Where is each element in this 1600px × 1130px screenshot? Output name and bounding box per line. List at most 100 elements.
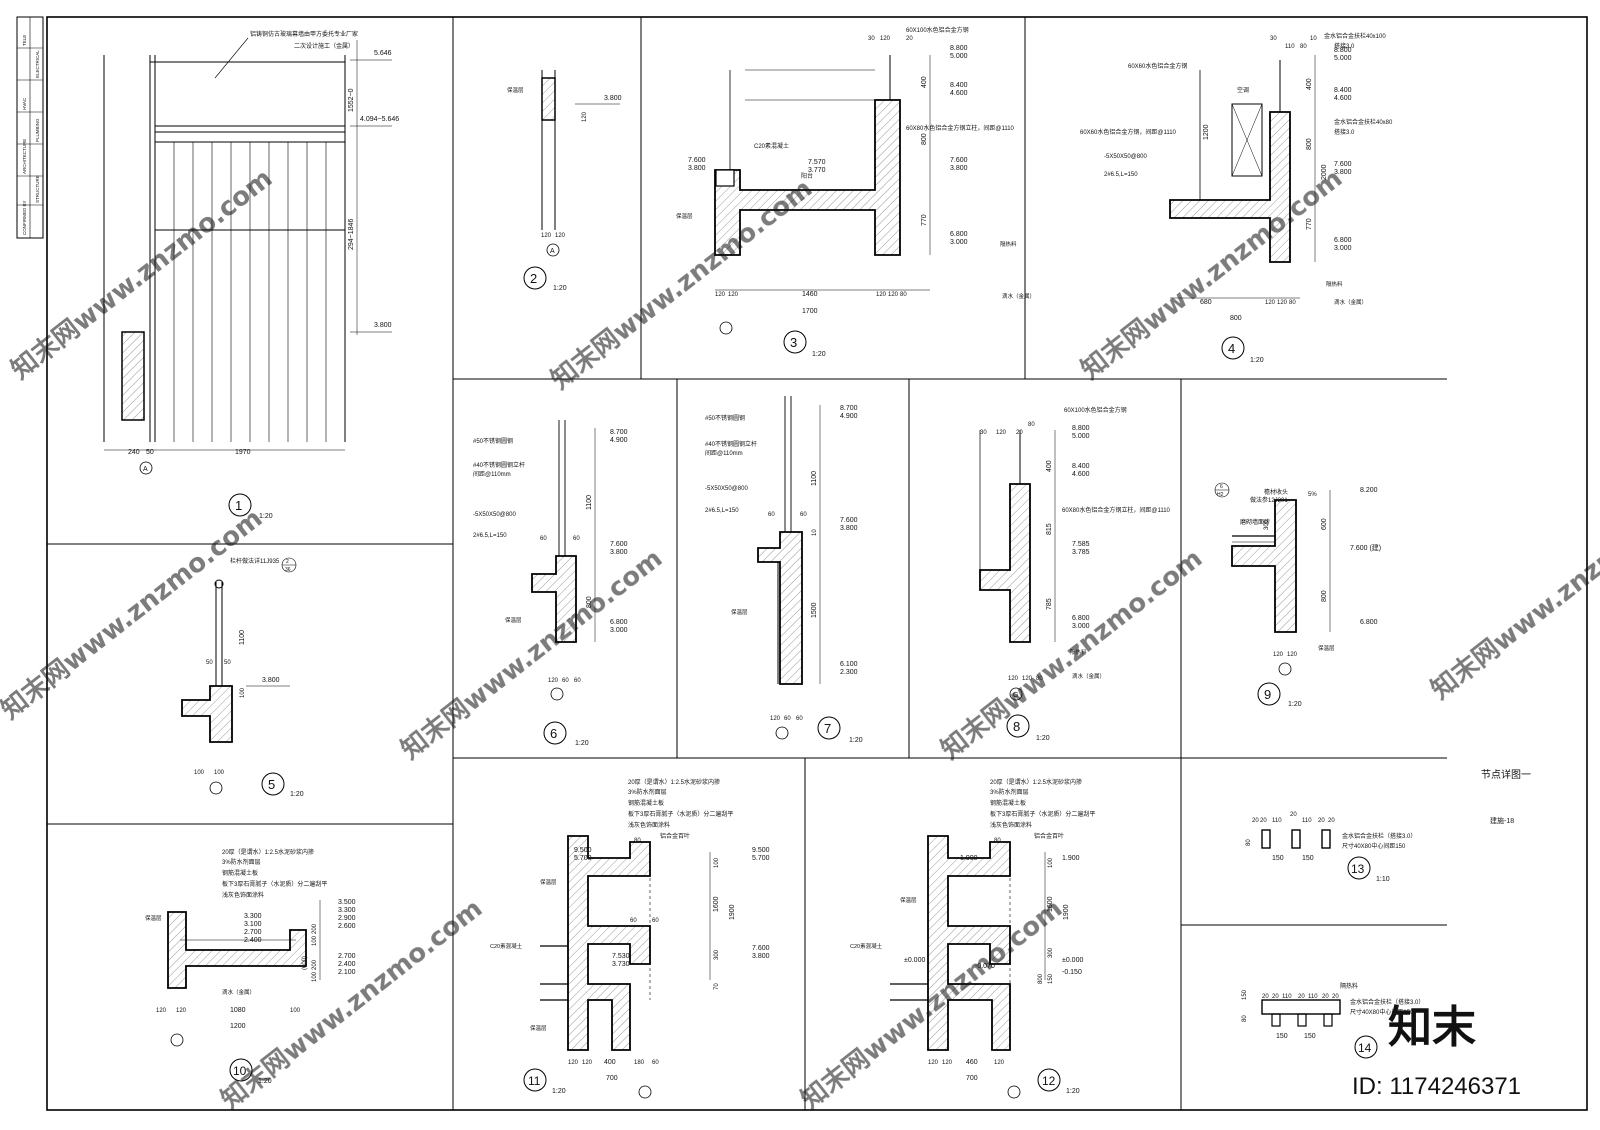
d6-level-2: 4.900 — [610, 437, 628, 444]
d3-dim-v-1: 400 — [921, 76, 928, 88]
d4-level-8: 3.000 — [1334, 245, 1352, 252]
d11-note-6: 铝合金百叶 — [660, 832, 690, 840]
d3-note-2: 60X80水色铝合金方钢立柱，间距@1110 — [906, 124, 1015, 132]
d9-dim-3: 300 — [1264, 519, 1270, 530]
detail-6: #50不锈钢圆钢 #40不锈钢圆钢立杆 间距@110mm -5X50X50@80… — [473, 420, 628, 747]
brand-id-text: ID: 1174246371 — [1352, 1073, 1521, 1100]
d13-dim-1: 20 — [1252, 818, 1259, 824]
d4-note-7: 搭接3.0 — [1334, 42, 1355, 50]
d7-note-6: 保温层 — [731, 608, 748, 616]
d11-note-5: 浅灰色饰面涂料 — [628, 821, 670, 829]
d9-level-2: 7.600 (建) — [1350, 543, 1381, 552]
d12-note-3: 钢筋混凝土板 — [990, 799, 1026, 807]
d10-dim-3: (600) — [302, 956, 308, 970]
d4-note-4: 2#6.5,L=150 — [1104, 172, 1138, 178]
d13-number: 13 — [1351, 862, 1365, 876]
tb-label-confirmed: CONFIRMED BY — [22, 200, 27, 235]
d3-note-7: 滴水（金属） — [1002, 292, 1035, 300]
d7-note-2: #40不锈钢圆钢立杆 — [705, 440, 757, 448]
d9-dim-1: 600 — [1321, 518, 1328, 530]
d10-note-2: 3%防水剂面层 — [222, 858, 261, 866]
d8-scale: 1:20 — [1036, 735, 1050, 742]
d7-note-4: -5X50X50@800 — [705, 486, 748, 492]
d6-dim-7: 60 — [574, 678, 581, 684]
d14-dim-10: 150 — [1276, 1033, 1288, 1040]
d10-dim-9: 100 — [290, 1008, 301, 1014]
d10-level-10: 2.400 — [338, 961, 356, 968]
d12-dim-11: 120 — [994, 1060, 1005, 1066]
d4-dim-v-2: 400 — [1306, 78, 1313, 90]
d4-dim-v-1: 1200 — [1203, 124, 1210, 140]
d8-level-2: 5.000 — [1072, 433, 1090, 440]
d3-level-5: 7.600 — [688, 157, 706, 164]
d10-level-8: 2.400 — [244, 937, 262, 944]
d11-level-8: 3.800 — [752, 953, 770, 960]
d10-note-5: 浅灰色饰面涂料 — [222, 891, 264, 899]
d10-dim-4: 200 — [312, 959, 318, 970]
d8-dim-v-3: 785 — [1046, 598, 1053, 610]
d5-note-1: 栏杆做法详11J935 — [230, 557, 280, 565]
d6-level-6: 3.000 — [610, 627, 628, 634]
brand-watermark: 知末 ID: 1174246371 — [1352, 1003, 1521, 1100]
d3-dim-top-1: 30 — [868, 36, 875, 42]
d10-scale: 1:20 — [258, 1078, 272, 1085]
d3-dim-b-1: 120 — [715, 292, 726, 298]
d6-dim-4: 60 — [573, 536, 580, 542]
d12-dim-8: 120 — [928, 1060, 939, 1066]
tb-label-tele: TELE — [22, 35, 27, 46]
d3-level-8: 3.770 — [808, 167, 826, 174]
d11-dim-13: 60 — [652, 1060, 659, 1066]
d11-note-9: 保温层 — [530, 1024, 547, 1032]
d6-dim-1: 1100 — [586, 495, 593, 510]
d11-dim-6: 70 — [714, 983, 720, 990]
d1-dim-3: 1970 — [235, 449, 251, 456]
d7-level-2: 4.900 — [840, 413, 858, 420]
d8-note-4: 滴水（金属） — [1072, 672, 1105, 680]
d4-note-2: 60X60水色铝合金方钢，间距@1110 — [1080, 128, 1177, 136]
d4-dim-v-3: 800 — [1306, 138, 1313, 150]
d8-level-3: 8.400 — [1072, 463, 1090, 470]
d14-number: 14 — [1358, 1041, 1372, 1055]
d6-level-1: 8.700 — [610, 429, 628, 436]
d3-dim-v-2: 800 — [921, 133, 928, 145]
d11-dim-12: 180 — [634, 1060, 645, 1066]
watermark-2: 知末网www.znzmo.com — [546, 173, 818, 395]
d11-level-7: 7.600 — [752, 945, 770, 952]
d12-dim-12: 700 — [966, 1075, 978, 1082]
d11-dim-8: 60 — [652, 918, 659, 924]
d1-dim-1: 240 — [128, 449, 140, 456]
detail-8: 60X100水色铝合金方钢 60X80水色铝合金方钢立柱，间距@1110 隔热料… — [979, 406, 1171, 742]
d8-dim-b-3: 80 — [1036, 676, 1043, 682]
d13-dim-8: 80 — [1246, 839, 1252, 846]
detail-13: 20 20 110 20 110 20 20 80 150 150 金水铝合金扶… — [1246, 812, 1416, 883]
d11-dim-11: 400 — [604, 1059, 616, 1066]
d9-scale: 1:20 — [1288, 701, 1302, 708]
d1-dim-2: 50 — [146, 449, 154, 456]
d7-note-1: #50不锈钢圆钢 — [705, 414, 745, 422]
d9-ref-2: H2 — [1217, 492, 1224, 498]
d4-scale: 1:20 — [1250, 357, 1264, 364]
tb-label-structure: STRUCTURE — [35, 175, 40, 203]
d6-note-3: 间距@110mm — [473, 470, 511, 478]
d1-level-2: 4.094~5.646 — [360, 116, 399, 123]
d14-dim-5: 110 — [1308, 994, 1318, 1000]
d4-level-1: 8.800 — [1334, 47, 1352, 54]
d3-dim-b-2: 120 — [728, 292, 739, 298]
detail-10: 20厚（是谓水）1:2.5水泥砂浆内掺 3%防水剂面层 钢筋混凝土板 板下3厚石… — [145, 848, 356, 1085]
d14-dim-3: 110 — [1282, 994, 1292, 1000]
d2-dim-2: 120 — [555, 233, 566, 239]
d10-note-1: 20厚（是谓水）1:2.5水泥砂浆内掺 — [222, 848, 314, 856]
d8-note-1: 60X100水色铝合金方钢 — [1064, 406, 1127, 414]
d3-level-6: 3.800 — [688, 165, 706, 172]
d6-dim-3: 60 — [540, 536, 547, 542]
d9-level-1: 8.200 — [1360, 487, 1378, 494]
d6-note-5: 2#6.5,L=150 — [473, 533, 507, 539]
d10-level-1: 3.500 — [338, 899, 356, 906]
d11-dim-7: 60 — [630, 918, 637, 924]
d11-level-3: 9.500 — [752, 847, 770, 854]
d1-axis: A — [143, 466, 148, 473]
d11-dim-2: 100 — [714, 857, 720, 868]
d12-dim-1: 80 — [994, 838, 1001, 844]
d5-number: 5 — [268, 777, 275, 792]
